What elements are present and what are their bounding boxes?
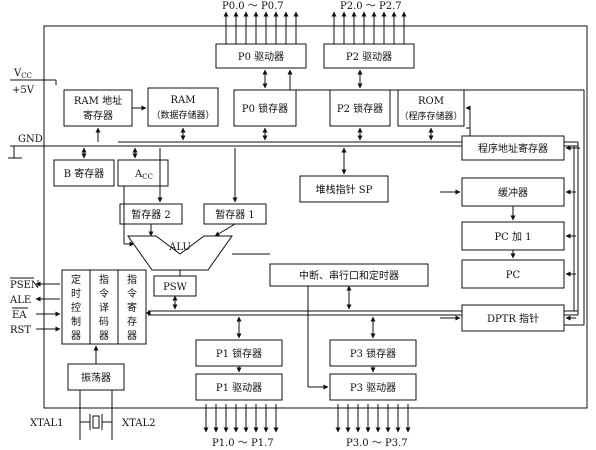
psen-label: PSEN	[10, 280, 40, 291]
svg-text:器: 器	[71, 330, 81, 342]
p3-pins	[335, 404, 411, 433]
timing-control-label: 定 时 控 制 器	[71, 273, 81, 342]
p0-latch-label: P0 锁存器	[242, 102, 288, 115]
b-reg-label: B 寄存器	[64, 167, 105, 180]
p3-driver-label: P3 驱动器	[350, 382, 396, 394]
p2-latch-label: P2 锁存器	[337, 102, 383, 115]
p3-driver-block	[329, 373, 417, 401]
p1-range-label: P1.0 ～ P1.7	[212, 438, 274, 449]
instr-decoder-label: 指 令 译 码 器	[99, 273, 109, 342]
p3-latch-label: P3 锁存器	[350, 347, 396, 360]
oscillator-label: 振荡器	[81, 371, 111, 384]
ram-addr-reg-label-2: 寄存器	[83, 109, 113, 122]
instr-reg-label: 指 令 寄 存 器	[127, 273, 137, 342]
buffer-label: 缓冲器	[498, 186, 528, 199]
p2-range-label: P2.0 ～ P2.7	[340, 1, 402, 12]
power-pins: VCC +5V GND	[8, 68, 118, 159]
ale-label: ALE	[9, 295, 31, 306]
pc-inc-block	[461, 221, 565, 251]
control-block	[61, 269, 147, 345]
p0-pins	[223, 11, 299, 44]
p2-driver-block	[323, 43, 415, 69]
vcc-label: VCC	[13, 68, 32, 80]
p2-latch-block	[329, 89, 391, 127]
svg-text:控: 控	[71, 301, 81, 314]
svg-text:指: 指	[127, 273, 137, 286]
svg-text:寄: 寄	[127, 301, 137, 314]
svg-text:令: 令	[99, 287, 109, 300]
stack-pointer-label: 堆栈指针 SP	[316, 183, 373, 196]
rst-label: RST	[10, 325, 31, 336]
svg-text:时: 时	[71, 288, 81, 300]
rom-label-1: ROM	[418, 96, 444, 107]
rom-block	[397, 89, 465, 127]
gnd-label: GND	[18, 134, 43, 145]
p3-range-label: P3.0 ～ P3.7	[346, 438, 408, 449]
ram-block	[147, 87, 219, 127]
p0-latch-block	[233, 89, 297, 127]
svg-text:码: 码	[99, 316, 109, 328]
p1-latch-block	[195, 339, 283, 367]
p0-driver-label: P0 驱动器	[238, 51, 284, 63]
interrupt-label: 中断、串行口和定时器	[299, 269, 399, 282]
dptr-label: DPTR 指针	[487, 312, 539, 325]
dptr-block	[461, 304, 565, 332]
xtal1-label: XTAL1	[30, 418, 63, 429]
xtal2-label: XTAL2	[122, 418, 155, 429]
p2-driver-label: P2 驱动器	[346, 51, 392, 63]
svg-text:指: 指	[99, 273, 109, 286]
rom-label-2: （程序存储器）	[399, 110, 462, 122]
acc-label: ACC	[134, 169, 153, 181]
p0-range-label: P0.0 ～ P0.7	[222, 1, 284, 12]
pc-inc-label: PC 加 1	[494, 231, 531, 243]
temp2-label: 暂存器 2	[131, 208, 171, 221]
ram-label-2: （数据存储器）	[151, 109, 214, 121]
ram-addr-reg-block	[63, 89, 133, 127]
pc-addr-reg-label: 程序地址寄存器	[478, 142, 548, 155]
buffer-block	[461, 177, 565, 207]
svg-text:制: 制	[71, 315, 81, 328]
svg-text:器: 器	[127, 330, 137, 342]
p1-driver-block	[195, 373, 283, 401]
svg-text:定: 定	[71, 273, 81, 286]
ea-label: EA	[12, 310, 27, 321]
connectors	[35, 69, 580, 440]
alu-label: ALU	[168, 242, 191, 253]
chip-boundary	[43, 25, 588, 409]
b-reg-block	[53, 159, 115, 187]
psw-label: PSW	[163, 282, 188, 293]
svg-text:令: 令	[127, 287, 137, 300]
p1-pins	[203, 404, 279, 433]
plus5v-label: +5V	[12, 85, 35, 96]
ram-addr-reg-label-1: RAM 地址	[74, 94, 122, 107]
p0-driver-block	[215, 43, 307, 69]
p2-pins	[331, 11, 407, 44]
pc-addr-reg-block	[461, 135, 565, 161]
svg-text:器: 器	[99, 330, 109, 342]
pin-labels: PSEN ALE EA RST XTAL1 XTAL2	[9, 277, 155, 429]
pc-block	[461, 259, 565, 289]
svg-text:译: 译	[99, 302, 109, 314]
svg-text:存: 存	[127, 315, 137, 328]
ram-label-1: RAM	[171, 95, 196, 106]
temp1-label: 暂存器 1	[215, 208, 255, 221]
pc-label: PC	[506, 270, 521, 281]
p1-driver-label: P1 驱动器	[216, 382, 262, 394]
stack-pointer-block	[299, 175, 389, 203]
p1-latch-label: P1 锁存器	[216, 347, 262, 360]
